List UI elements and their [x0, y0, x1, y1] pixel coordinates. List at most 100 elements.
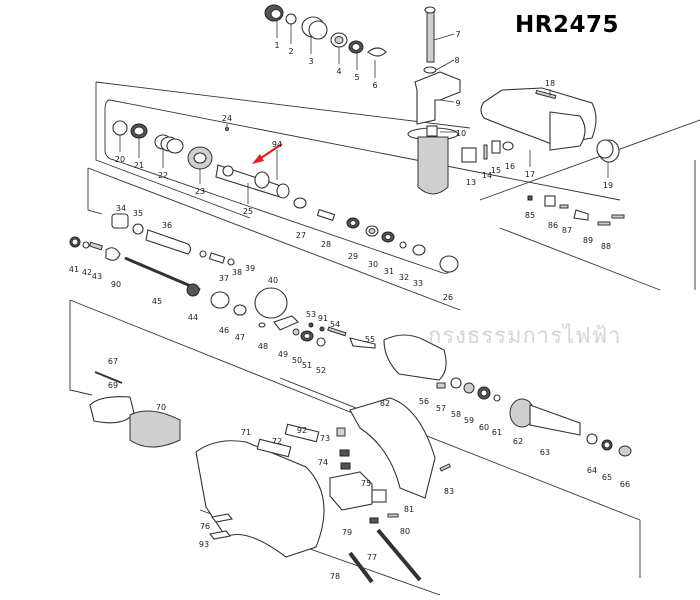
- part-label-51: 51: [301, 361, 313, 370]
- crank-group: [258, 315, 447, 381]
- part-label-3: 3: [308, 57, 314, 66]
- part-label-94: 94: [271, 140, 283, 149]
- handle-group: [208, 195, 625, 584]
- part-label-16: 16: [504, 162, 516, 171]
- part-label-48: 48: [257, 342, 269, 351]
- side-grip-group: [407, 6, 461, 195]
- part-label-86: 86: [547, 221, 559, 230]
- part-label-55: 55: [364, 335, 376, 344]
- part-label-7: 7: [455, 30, 461, 39]
- part-label-54: 54: [329, 320, 341, 329]
- part-label-85: 85: [524, 211, 536, 220]
- part-label-65: 65: [601, 473, 613, 482]
- part-label-78: 78: [329, 572, 341, 581]
- part-label-74: 74: [317, 458, 329, 467]
- part-label-62: 62: [512, 437, 524, 446]
- part-label-76: 76: [199, 522, 211, 531]
- part-label-39: 39: [244, 264, 256, 273]
- part-label-42: 42: [81, 268, 93, 277]
- group-frames: [69, 81, 700, 596]
- part-label-91: 91: [317, 314, 329, 323]
- part-label-4: 4: [336, 67, 342, 76]
- front-seals-group: [264, 4, 387, 57]
- part-label-9: 9: [455, 99, 461, 108]
- part-label-58: 58: [450, 410, 462, 419]
- part-label-6: 6: [372, 81, 378, 90]
- part-label-28: 28: [320, 240, 332, 249]
- part-label-57: 57: [435, 404, 447, 413]
- part-label-36: 36: [161, 221, 173, 230]
- part-label-41: 41: [68, 265, 80, 274]
- part-label-64: 64: [586, 466, 598, 475]
- callout-arrow: [252, 143, 283, 164]
- spindle-rings-group: [293, 197, 459, 273]
- part-label-20: 20: [114, 155, 126, 164]
- part-label-2: 2: [288, 47, 294, 56]
- armature-group: [436, 377, 632, 457]
- spindle-group: [112, 120, 290, 199]
- part-label-38: 38: [231, 268, 243, 277]
- part-label-14: 14: [481, 171, 493, 180]
- part-label-23: 23: [194, 187, 206, 196]
- part-label-33: 33: [412, 279, 424, 288]
- part-label-13: 13: [465, 178, 477, 187]
- part-label-29: 29: [347, 252, 359, 261]
- part-label-69: 69: [107, 381, 119, 390]
- part-label-10: 10: [455, 129, 467, 138]
- part-label-71: 71: [240, 428, 252, 437]
- part-label-79: 79: [341, 528, 353, 537]
- part-label-82: 82: [379, 399, 391, 408]
- part-label-72: 72: [271, 437, 283, 446]
- part-label-45: 45: [151, 297, 163, 306]
- part-label-46: 46: [218, 326, 230, 335]
- part-label-93: 93: [198, 540, 210, 549]
- part-label-90: 90: [110, 280, 122, 289]
- part-label-8: 8: [454, 56, 460, 65]
- part-label-1: 1: [274, 41, 280, 50]
- part-label-15: 15: [490, 166, 502, 175]
- part-label-81: 81: [403, 505, 415, 514]
- part-label-26: 26: [442, 293, 454, 302]
- part-label-83: 83: [443, 487, 455, 496]
- part-label-5: 5: [354, 73, 360, 82]
- part-label-21: 21: [133, 161, 145, 170]
- part-label-30: 30: [367, 260, 379, 269]
- gear-housing-group: [461, 87, 620, 163]
- part-label-53: 53: [305, 310, 317, 319]
- part-label-47: 47: [234, 333, 246, 342]
- part-label-77: 77: [366, 553, 378, 562]
- part-label-43: 43: [91, 272, 103, 281]
- motor-housing-group: [89, 371, 325, 558]
- part-label-63: 63: [539, 448, 551, 457]
- part-label-75: 75: [360, 479, 372, 488]
- watermark: กรงธรรมการไฟฟ้า: [428, 324, 622, 349]
- part-label-87: 87: [561, 226, 573, 235]
- part-label-18: 18: [544, 79, 556, 88]
- part-label-52: 52: [315, 366, 327, 375]
- part-label-32: 32: [398, 273, 410, 282]
- part-label-25: 25: [242, 207, 254, 216]
- part-label-61: 61: [491, 428, 503, 437]
- part-label-88: 88: [600, 242, 612, 251]
- part-label-92: 92: [296, 426, 308, 435]
- part-label-24: 24: [221, 114, 233, 123]
- part-label-56: 56: [418, 397, 430, 406]
- part-label-60: 60: [478, 423, 490, 432]
- part-label-89: 89: [582, 236, 594, 245]
- model-title: HR2475: [515, 12, 619, 38]
- part-label-35: 35: [132, 209, 144, 218]
- part-label-67: 67: [107, 357, 119, 366]
- leader-lines: [119, 20, 609, 204]
- part-label-22: 22: [157, 171, 169, 180]
- part-label-80: 80: [399, 527, 411, 536]
- part-label-19: 19: [602, 181, 614, 190]
- piston-group: [69, 213, 288, 319]
- part-label-50: 50: [291, 356, 303, 365]
- part-label-49: 49: [277, 350, 289, 359]
- part-label-44: 44: [187, 313, 199, 322]
- part-label-27: 27: [295, 231, 307, 240]
- part-label-17: 17: [524, 170, 536, 179]
- part-label-34: 34: [115, 204, 127, 213]
- part-label-59: 59: [463, 416, 475, 425]
